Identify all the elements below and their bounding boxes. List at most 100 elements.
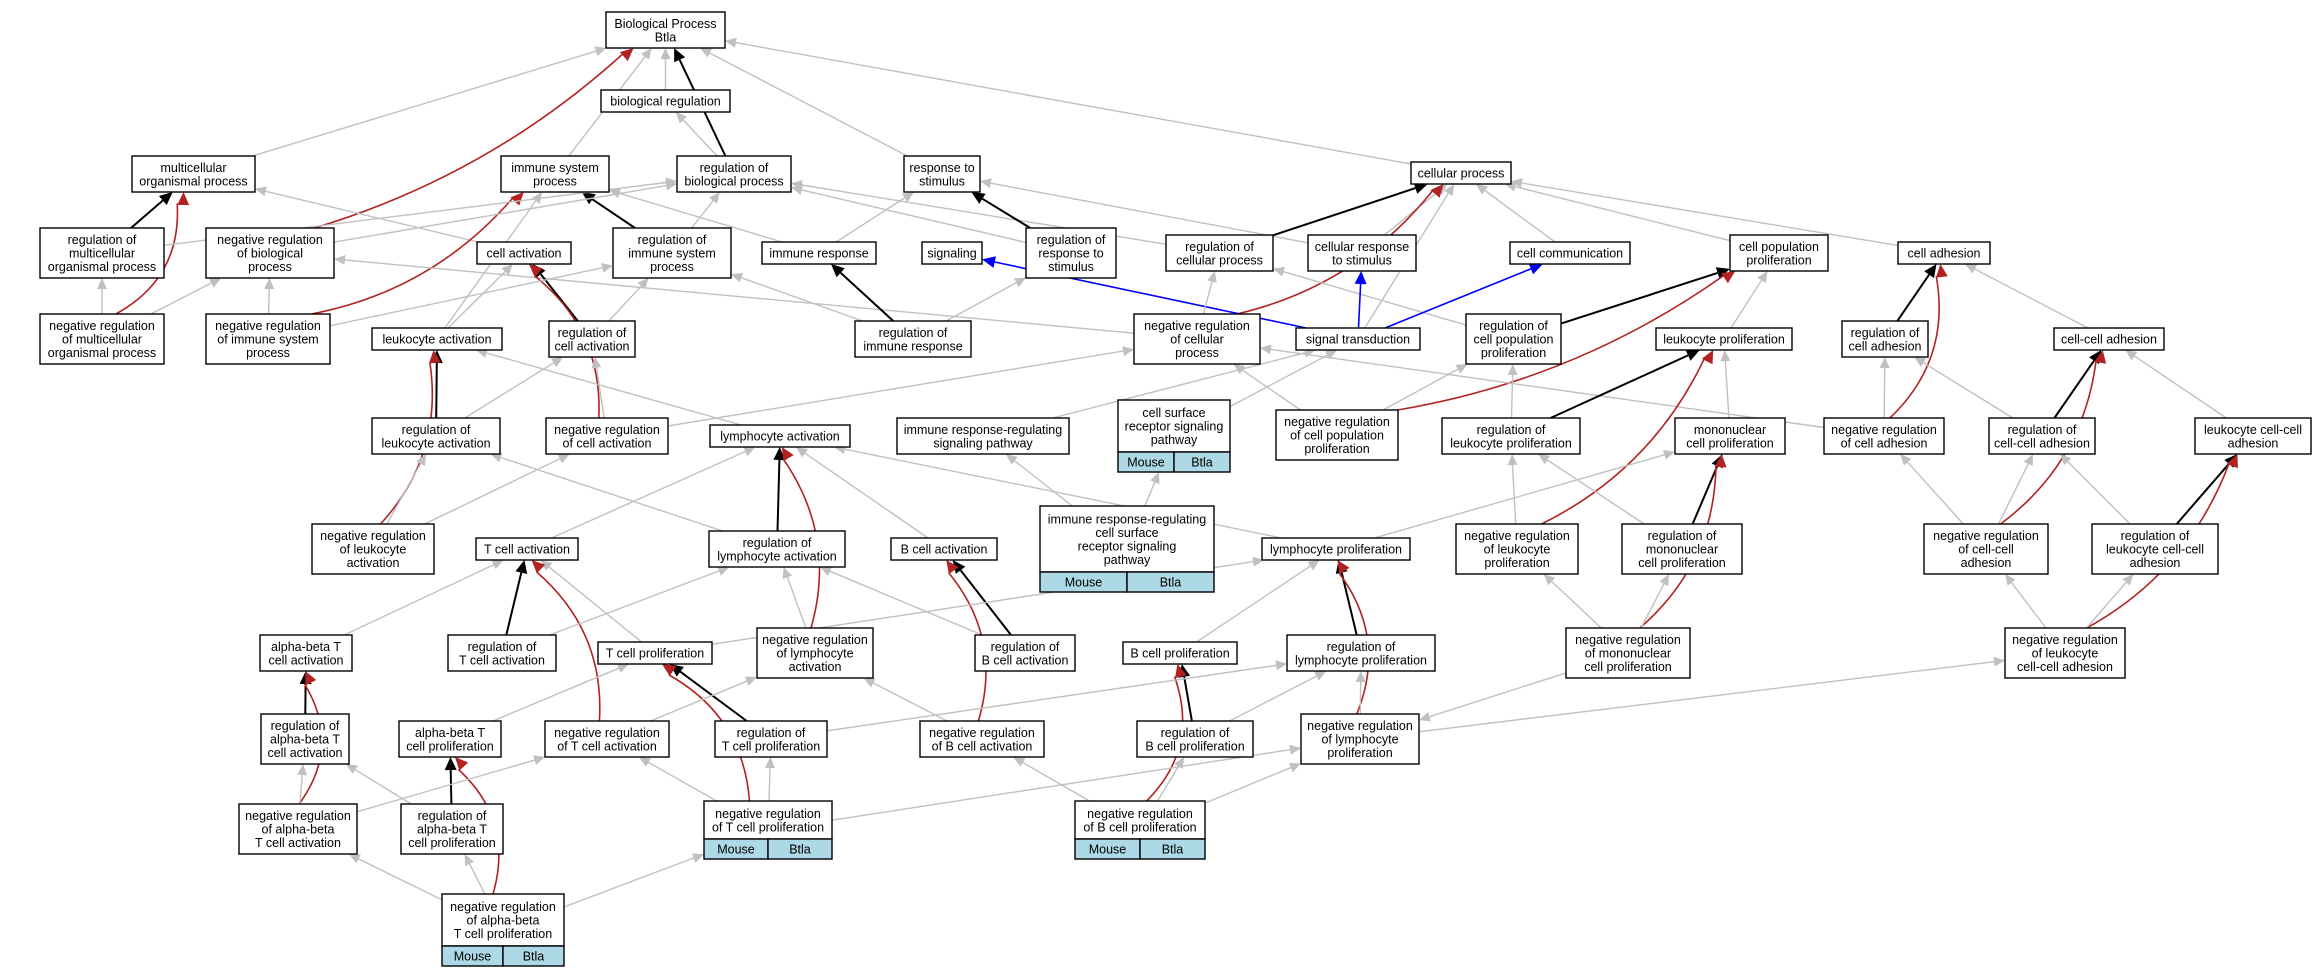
term-label-line: lymphocyte activation [717, 549, 837, 563]
term-node-bprolif[interactable]: B cell proliferation [1122, 641, 1238, 665]
gene-label: Btla [789, 843, 811, 857]
term-label-line: negative regulation [929, 726, 1035, 740]
edge-sigtrans-to-cellcomm [1384, 268, 1532, 329]
term-node-regtprolif[interactable]: regulation ofT cell proliferation [714, 720, 828, 758]
edge-regleukprolif-to-regcellpop [1510, 374, 1514, 419]
term-node-regbprolif[interactable]: regulation ofB cell proliferation [1136, 720, 1254, 758]
edge-negabtact-to-regabtact [299, 774, 303, 805]
term-node-leukprolif[interactable]: leukocyte proliferation [1655, 327, 1793, 351]
term-node-leukact[interactable]: leukocyte activation [371, 327, 503, 351]
term-node-regbact[interactable]: regulation ofB cell activation [974, 634, 1076, 672]
term-node-lymphprolif[interactable]: lymphocyte proliferation [1261, 537, 1411, 561]
term-node-regtact[interactable]: regulation ofT cell activation [447, 634, 557, 672]
term-node-immresp[interactable]: immune response [761, 241, 877, 265]
term-node-cellproc[interactable]: cellular process [1410, 161, 1512, 185]
term-node-cellcelladh[interactable]: cell-cell adhesion [2053, 327, 2165, 351]
term-node-bcellact[interactable]: B cell activation [890, 537, 998, 561]
term-label-line: cell surface [1095, 526, 1158, 540]
term-label-line: cell surface [1142, 406, 1205, 420]
arrowhead-regleukact-to-regcellact [551, 357, 564, 368]
term-node-biolreg[interactable]: biological regulation [600, 89, 731, 113]
term-label-line: mononuclear [1646, 543, 1718, 557]
term-label-line: stimulus [1048, 260, 1094, 274]
edge-regtprolif-to-tprolif [679, 670, 748, 722]
term-label-line: leukocyte proliferation [1663, 333, 1785, 347]
term-node-sigtrans[interactable]: signal transduction [1295, 327, 1421, 351]
gene-cell [502, 945, 565, 967]
edge-reglymphact-to-regleukact [500, 456, 723, 532]
edge-csrsp-to-sigtrans [1229, 354, 1328, 408]
term-node-tprolif[interactable]: T cell proliferation [597, 641, 713, 665]
arrowhead-negbact-to-neglymphact [863, 678, 876, 688]
term-box [612, 227, 732, 279]
arrowhead-negtact-to-neglymphact [744, 676, 757, 686]
arrowhead-sigtrans-to-cellcomm [1528, 263, 1543, 275]
arrowhead-abtprolif-to-tprolif [616, 663, 629, 673]
gene-cell [1173, 451, 1231, 473]
edge-neglymphact-to-reglymphact [786, 577, 807, 629]
term-node-cellcomm[interactable]: cell communication [1509, 241, 1631, 265]
arrowhead-regimmresp-to-regresp [1013, 277, 1026, 288]
term-node-signaling[interactable]: signaling [921, 241, 983, 265]
term-node-cellact[interactable]: cell activation [476, 241, 572, 265]
arrowhead-negmononuc-to-mononuc [1714, 454, 1727, 468]
arrowhead-negabtact-to-negtact [533, 755, 546, 765]
term-node-celladh[interactable]: cell adhesion [1897, 241, 1991, 265]
term-node-tcellact[interactable]: T cell activation [475, 537, 579, 561]
term-label-line: immune response [769, 247, 868, 261]
term-node-lymphact[interactable]: lymphocyte activation [709, 424, 851, 448]
edge-tprolif-to-tcellact [548, 566, 642, 643]
